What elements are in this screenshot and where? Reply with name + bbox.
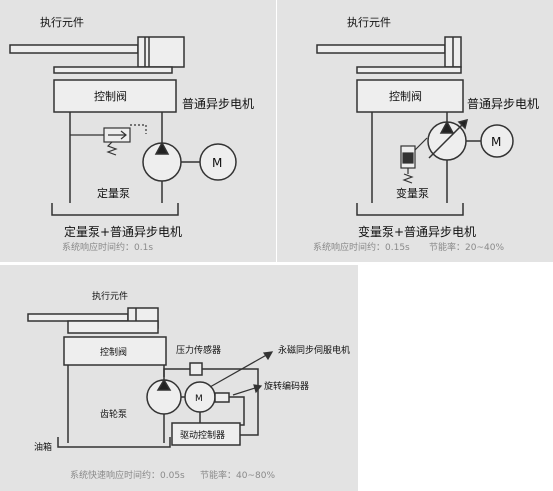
gear-pump-label: 齿轮泵 <box>100 408 127 420</box>
rotary-encoder <box>214 392 230 403</box>
motor-symbol: M <box>212 156 222 170</box>
motor-label: 普通异步电机 <box>182 97 254 111</box>
motor-label: 普通异步电机 <box>467 97 539 111</box>
motor-symbol: M <box>195 394 203 404</box>
motor-symbol: M <box>491 135 501 149</box>
pump-label: 变量泵 <box>396 186 429 200</box>
actuator-base <box>53 66 173 74</box>
label-pointers <box>209 351 274 396</box>
driver-controller-label: 驱动控制器 <box>180 429 225 441</box>
variable-pump-diagram: 执行元件 控制阀 普通异步电机 M 变量泵 变量泵+普通异步电机 系统响应时间约… <box>313 15 539 253</box>
servo-pump-system-panel: 执行元件 控制阀 压力传感器 永磁同步伺服电机 M 旋转编码器 <box>0 265 358 491</box>
pressure-sensor-label: 压力传感器 <box>176 344 221 356</box>
gear-pump <box>146 378 185 415</box>
actuator-label: 执行元件 <box>40 15 84 29</box>
response-time: 系统快速响应时间约：0.05s <box>70 469 185 481</box>
system-caption: 定量泵+普通异步电机 <box>64 224 182 239</box>
variable-pump-system-panel: 执行元件 控制阀 普通异步电机 M 变量泵 变量泵+普通异步电机 系统响应时间约… <box>277 0 553 262</box>
response-time: 系统响应时间约：0.15s <box>313 241 410 253</box>
relief-valve <box>70 124 147 156</box>
variable-pump <box>427 118 481 161</box>
control-valve-box <box>356 79 464 113</box>
actuator-label: 执行元件 <box>92 290 128 302</box>
actuator-cylinder <box>316 36 462 68</box>
fixed-pump <box>142 141 200 182</box>
pressure-compensator <box>400 137 428 184</box>
sensor-signal-line <box>202 368 259 436</box>
tank-label: 油箱 <box>34 441 52 453</box>
fixed-pump-system-panel: 执行元件 控制阀 普通异步电机 M 定量泵 定量泵+普通异步电机 系统响应时间约… <box>0 0 276 262</box>
control-valve-label: 控制阀 <box>100 346 127 358</box>
actuator-base <box>67 320 159 334</box>
actuator-label: 执行元件 <box>347 15 391 29</box>
actuator-cylinder <box>9 36 185 68</box>
system-caption: 变量泵+普通异步电机 <box>358 224 476 239</box>
control-valve-label: 控制阀 <box>389 89 422 103</box>
control-valve-box <box>63 336 167 366</box>
pressure-line <box>163 368 190 377</box>
servo-motor-label: 永磁同步伺服电机 <box>278 344 350 356</box>
servo-pump-diagram: 执行元件 控制阀 压力传感器 永磁同步伺服电机 M 旋转编码器 <box>27 290 350 481</box>
motor: M <box>199 143 237 181</box>
energy-saving: 节能率：40~80% <box>200 469 275 481</box>
encoder-signal-line <box>229 396 245 426</box>
motor: M <box>480 124 514 158</box>
control-valve-box <box>53 79 177 113</box>
actuator-base <box>356 66 462 74</box>
driver-controller-box <box>171 422 241 446</box>
energy-saving: 节能率：20~40% <box>429 241 504 253</box>
response-time: 系统响应时间约：0.1s <box>62 241 153 253</box>
fixed-pump-diagram: 执行元件 控制阀 普通异步电机 M 定量泵 定量泵+普通异步电机 系统响应时间约… <box>9 15 254 253</box>
control-valve-label: 控制阀 <box>94 89 127 103</box>
pump-label: 定量泵 <box>97 186 130 200</box>
encoder-label: 旋转编码器 <box>264 380 309 392</box>
pressure-sensor <box>189 362 203 376</box>
